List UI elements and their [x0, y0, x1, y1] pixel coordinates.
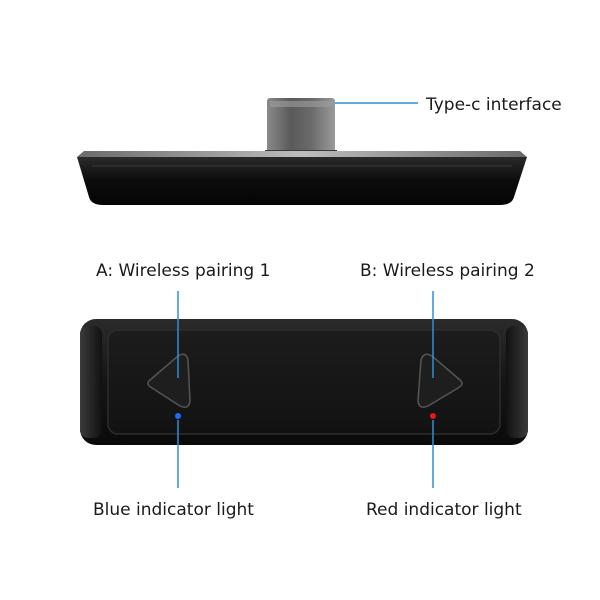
button-b[interactable]	[417, 353, 463, 408]
dongle-front-body	[80, 319, 528, 445]
blue-indicator-light-label: Blue indicator light	[93, 500, 254, 520]
red-indicator-light	[430, 413, 436, 419]
dongle-top-body	[77, 151, 527, 205]
wireless-pairing-2-label: B: Wireless pairing 2	[360, 261, 535, 281]
blue-indicator-light	[175, 413, 181, 419]
type-c-interface-label: Type-c interface	[426, 95, 562, 115]
wireless-pairing-1-label: A: Wireless pairing 1	[96, 261, 271, 281]
red-indicator-light-label: Red indicator light	[366, 500, 522, 520]
button-a[interactable]	[147, 353, 191, 408]
type-c-plug	[265, 98, 337, 158]
leader-lines	[177, 102, 434, 488]
